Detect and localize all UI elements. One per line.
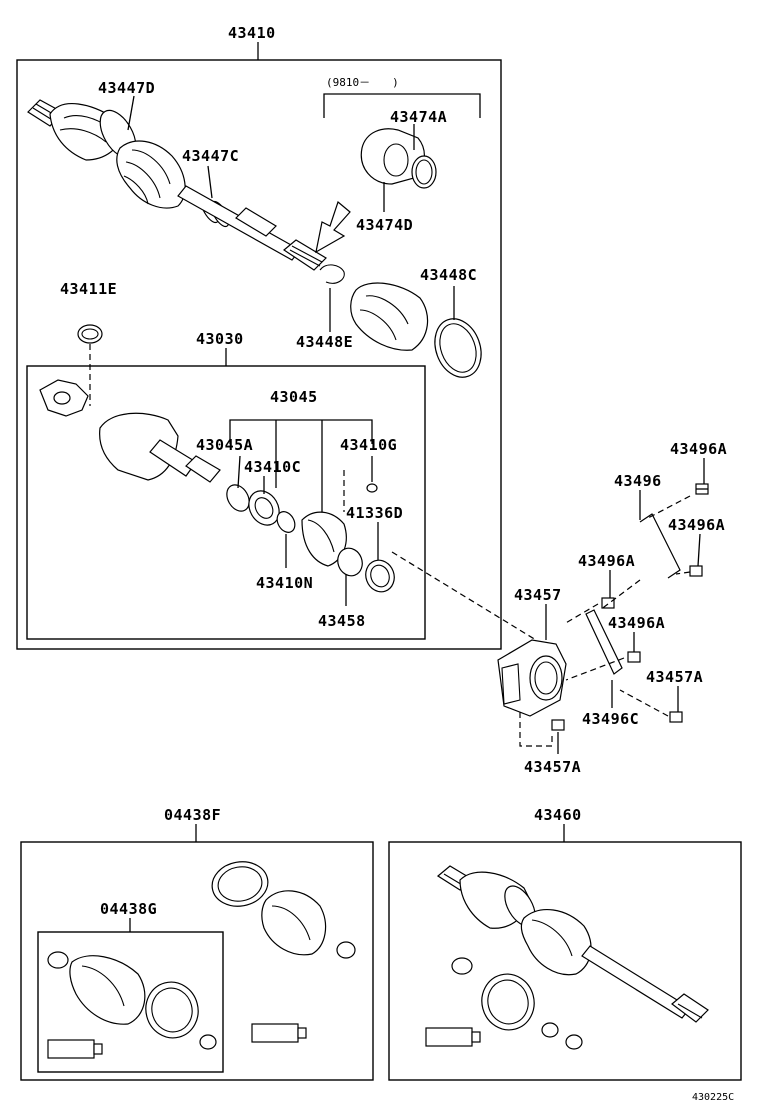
label-43030: 43030 <box>196 330 244 348</box>
label-43447C: 43447C <box>182 147 239 165</box>
label-43496A-3: 43496A <box>578 552 635 570</box>
bolt-43496a-3 <box>601 597 615 609</box>
label-41336D: 41336D <box>346 504 403 522</box>
label-43457A-1: 43457A <box>646 668 703 686</box>
bolt-43496a-4 <box>627 651 641 663</box>
label-43457: 43457 <box>514 586 562 604</box>
label-43496C: 43496C <box>582 710 639 728</box>
label-43474D: 43474D <box>356 216 413 234</box>
stay-43496c-drawing <box>585 609 623 675</box>
label-43447D: 43447D <box>98 79 155 97</box>
frame-04438F <box>20 841 374 1081</box>
label-43411E: 43411E <box>60 280 117 298</box>
bolt-43457a-1 <box>669 711 683 723</box>
snap-ring-43411e <box>77 324 103 344</box>
label-43410G: 43410G <box>340 436 397 454</box>
outer-joint-shaft-drawing <box>27 99 345 284</box>
inner-joint-drawing <box>39 379 395 593</box>
label-43496A-4: 43496A <box>608 614 665 632</box>
label-43496A-2: 43496A <box>668 516 725 534</box>
label-43448C: 43448C <box>420 266 477 284</box>
label-43460: 43460 <box>534 806 582 824</box>
frame-43460 <box>388 841 742 1081</box>
label-range-note: (9810－ ) <box>326 76 399 89</box>
label-43496A-1: 43496A <box>670 440 727 458</box>
shaft-assembly-43460-drawing <box>425 865 709 1050</box>
stay-43496-drawing <box>639 513 681 579</box>
label-04438F: 04438F <box>164 806 221 824</box>
label-43045: 43045 <box>270 388 318 406</box>
label-43458: 43458 <box>318 612 366 630</box>
frame-43410 <box>16 59 502 650</box>
bolt-43496a-1 <box>695 483 709 495</box>
bolt-43457a-2 <box>551 719 565 731</box>
label-43410C: 43410C <box>244 458 301 476</box>
dynamic-damper-drawing <box>323 93 481 212</box>
label-04438G: 04438G <box>100 900 157 918</box>
inner-boot-drawing <box>350 282 482 378</box>
boot-kit-04438f-drawing <box>211 861 356 1043</box>
label-43474A: 43474A <box>390 108 447 126</box>
boot-kit-04438g-drawing <box>47 951 217 1059</box>
label-43448E: 43448E <box>296 333 353 351</box>
figure-reference: 430225C <box>692 1092 734 1103</box>
label-43457A-2: 43457A <box>524 758 581 776</box>
frame-43030 <box>26 365 426 640</box>
label-43045A: 43045A <box>196 436 253 454</box>
direction-arrow <box>315 200 351 254</box>
label-43410: 43410 <box>228 24 276 42</box>
label-43410N: 43410N <box>256 574 313 592</box>
bolt-43496a-2 <box>689 565 703 577</box>
label-43496: 43496 <box>614 472 662 490</box>
bearing-bracket-drawing <box>497 639 567 717</box>
